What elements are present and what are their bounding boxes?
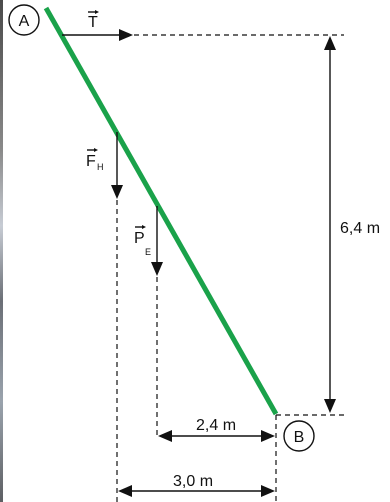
beam-weight-subscript: H <box>97 162 104 172</box>
tension-vector-arrow-icon <box>88 10 99 14</box>
point-a-label: A <box>19 13 30 30</box>
beam-weight-label: F <box>86 153 96 170</box>
tension-vector: T <box>62 10 344 41</box>
beam <box>43 6 279 416</box>
point-b-label: B <box>294 429 305 446</box>
photo-edge-strip <box>0 0 3 502</box>
beam-weight-vector: F H <box>86 132 123 502</box>
tension-label: T <box>88 14 98 31</box>
load-weight-subscript: E <box>145 247 151 257</box>
load-weight-vector: P E <box>134 206 163 438</box>
height-dimension: 6,4 m <box>324 36 380 413</box>
beam-arm-dimension: 3,0 m <box>118 473 275 497</box>
load-weight-label: P <box>134 230 145 247</box>
point-b-marker: B <box>283 420 315 452</box>
beam-weight-vector-arrow-icon <box>87 148 98 152</box>
load-arm-label: 2,4 m <box>196 417 236 434</box>
load-weight-vector-arrow-icon <box>135 225 146 229</box>
beam-arm-label: 3,0 m <box>173 473 213 490</box>
height-dimension-label: 6,4 m <box>340 220 380 237</box>
load-arm-dimension: 2,4 m <box>158 417 275 442</box>
point-a-marker: A <box>8 4 40 36</box>
